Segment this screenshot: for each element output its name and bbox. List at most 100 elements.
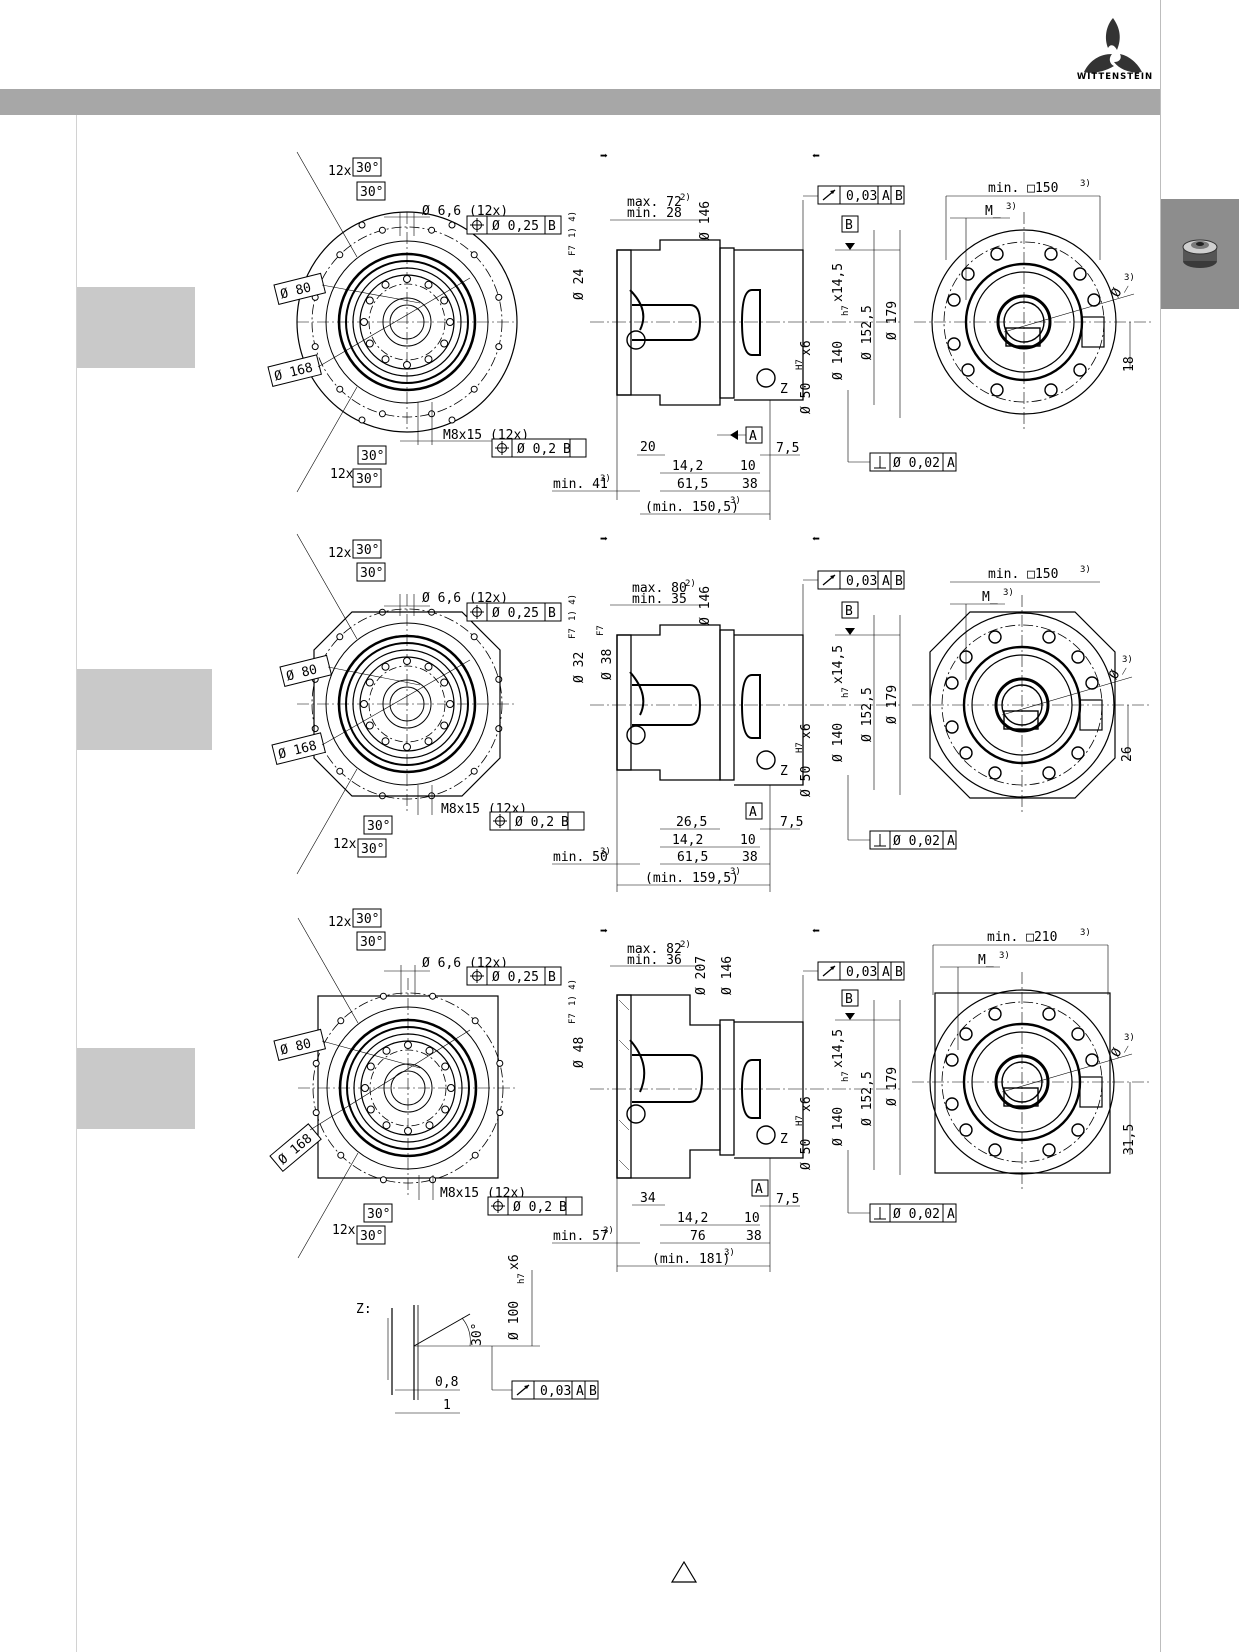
dim-20: 20 [640, 440, 656, 455]
detail-angle: 30° [470, 1323, 485, 1346]
svg-text:min. 57: min. 57 [553, 1229, 608, 1244]
svg-text:Ø 32: Ø 32 [572, 652, 587, 683]
wittenstein-logo-icon [1084, 18, 1142, 73]
dim-14-2: 14,2 [672, 459, 703, 474]
svg-text:3): 3) [999, 951, 1010, 961]
svg-text:min. 50: min. 50 [553, 850, 608, 865]
svg-text:31,5: 31,5 [1122, 1124, 1137, 1155]
svg-text:x14,5: x14,5 [831, 263, 846, 302]
svg-text:2): 2) [685, 579, 696, 589]
svg-text:Ø 80: Ø 80 [285, 662, 319, 684]
angle-value: 30° [356, 161, 379, 176]
svg-text:Ø 140: Ø 140 [831, 341, 846, 380]
svg-text:1) 4): 1) 4) [568, 211, 578, 238]
side-view-2: ➡ ⬅ max. 80 2) min. 35 Ø 32 F7 1) 4) Ø 3… [552, 532, 957, 892]
svg-text:Ø 152,5: Ø 152,5 [860, 1071, 875, 1126]
square-size: min. □150 [988, 181, 1058, 196]
svg-text:(min. 159,5): (min. 159,5) [645, 871, 739, 886]
svg-text:3): 3) [1124, 1033, 1135, 1043]
svg-text:26: 26 [1120, 746, 1135, 762]
svg-text:min. □150: min. □150 [988, 567, 1058, 582]
datum-ref: B [563, 442, 571, 457]
svg-text:Ø 100: Ø 100 [507, 1301, 522, 1340]
end-view-2: min. □150 3) M_ 3) Ø_ 3) 26 [910, 565, 1154, 817]
svg-text:Z: Z [780, 1132, 788, 1147]
runout-value: 0,03 [846, 189, 877, 204]
svg-text:F7: F7 [568, 628, 578, 639]
svg-text:Ø 0,25: Ø 0,25 [492, 970, 539, 985]
section-marker-2 [77, 669, 212, 750]
svg-text:⬅: ⬅ [812, 924, 820, 939]
svg-text:max. 82: max. 82 [627, 942, 682, 957]
dim-10: 10 [740, 459, 756, 474]
svg-text:H7: H7 [795, 742, 805, 753]
hole-tolerance: Ø 0,25 [492, 219, 539, 234]
side-view-3: ➡ ⬅ max. 82 2) min. 36 Ø 48 F7 1) 4) Ø 2… [552, 924, 957, 1272]
svg-text:30°: 30° [360, 935, 383, 950]
section-marker-1 [77, 287, 195, 368]
diameter-50: Ø 50 H7 x6 [795, 340, 814, 414]
svg-text:min. 36: min. 36 [627, 953, 682, 968]
angle-value: 30° [361, 449, 384, 464]
flange-view-1: 12x 30° 30° Ø 6,6 (12x) Ø 0,25 B Ø 80 Ø … [267, 150, 587, 494]
svg-text:30°: 30° [360, 566, 383, 581]
svg-text:Ø 207: Ø 207 [694, 956, 709, 995]
svg-text:3): 3) [1122, 655, 1133, 665]
header-bar [0, 89, 1160, 115]
svg-text:Ø 50: Ø 50 [799, 1139, 814, 1170]
svg-text:3): 3) [724, 1248, 735, 1258]
svg-text:B: B [589, 1384, 597, 1399]
svg-text:x14,5: x14,5 [831, 1029, 846, 1068]
svg-text:x6: x6 [799, 340, 814, 356]
svg-text:F7: F7 [568, 245, 578, 256]
svg-text:Ø 140: Ø 140 [831, 1107, 846, 1146]
svg-text:0,03: 0,03 [846, 965, 877, 980]
svg-text:Ø 0,02: Ø 0,02 [893, 834, 940, 849]
gearbox-thumbnail-icon [1182, 239, 1218, 268]
svg-text:30°: 30° [361, 842, 384, 857]
svg-text:min. 35: min. 35 [632, 592, 687, 607]
svg-text:A: A [882, 965, 890, 980]
svg-text:30°: 30° [360, 1229, 383, 1244]
bore-diameter: Ø 24 F7 1) 4) [568, 211, 587, 300]
max-length: max. 72 [627, 195, 682, 210]
svg-text:Z: Z [780, 764, 788, 779]
svg-text:Ø 152,5: Ø 152,5 [860, 687, 875, 742]
svg-text:7,5: 7,5 [780, 815, 803, 830]
svg-text:14,2: 14,2 [672, 833, 703, 848]
detail-dim-1: 1 [443, 1398, 451, 1413]
svg-text:h7: h7 [517, 1273, 527, 1284]
svg-text:14,2: 14,2 [677, 1211, 708, 1226]
svg-text:Ø 80: Ø 80 [279, 280, 313, 302]
svg-text:(min. 181): (min. 181) [652, 1252, 730, 1267]
dim-61-5: 61,5 [677, 477, 708, 492]
chapter-tab[interactable] [1161, 199, 1239, 309]
min-length: min. 41 [553, 477, 608, 492]
svg-text:➡: ➡ [600, 532, 608, 547]
warning-triangle-icon [670, 1560, 698, 1583]
svg-text:Ø 0,2: Ø 0,2 [513, 1200, 552, 1215]
svg-text:H7: H7 [795, 1115, 805, 1126]
svg-text:➡: ➡ [600, 149, 608, 164]
right-margin-rule [1160, 0, 1161, 1652]
datum-a-marker: A [749, 429, 757, 444]
svg-text:h7: h7 [841, 687, 851, 698]
svg-text:B: B [561, 815, 569, 830]
svg-text:B: B [895, 574, 903, 589]
dim-7-5: 7,5 [776, 441, 799, 456]
svg-text:3): 3) [603, 1226, 614, 1236]
brand-name: WITTENSTEIN [1076, 72, 1154, 82]
perpendicularity-value: Ø 0,02 [893, 456, 940, 471]
section-marker-3 [77, 1048, 195, 1129]
svg-text:B: B [845, 604, 853, 619]
svg-text:12x: 12x [328, 546, 352, 561]
svg-text:H7: H7 [795, 359, 805, 370]
svg-text:10: 10 [744, 1211, 760, 1226]
svg-text:⬅: ⬅ [812, 532, 820, 547]
detail-diameter-100: Ø 100 h7 x6 [507, 1254, 527, 1340]
detail-runout: 0,03 [540, 1384, 571, 1399]
svg-text:h7: h7 [841, 1071, 851, 1082]
svg-text:x6: x6 [799, 723, 814, 739]
svg-text:x6: x6 [507, 1254, 522, 1270]
svg-text:A: A [576, 1384, 584, 1399]
